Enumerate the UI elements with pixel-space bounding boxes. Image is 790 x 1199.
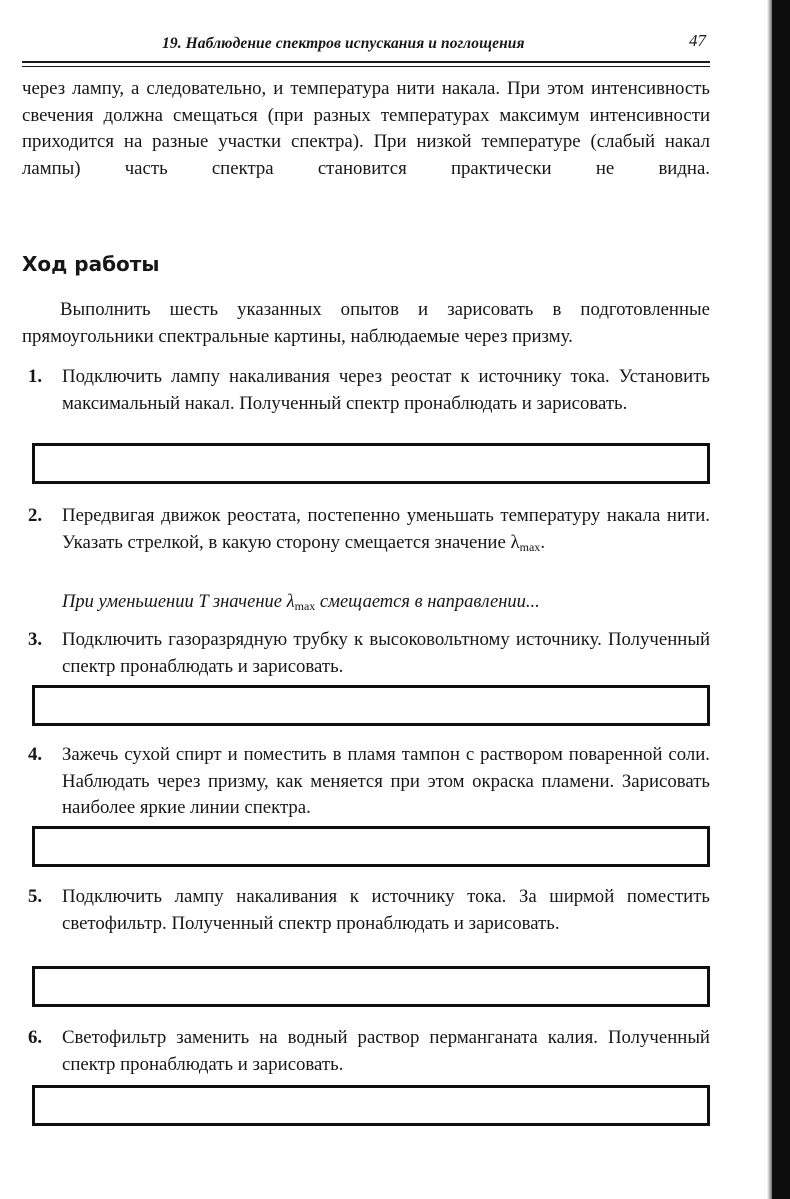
spectrum-sketch-box-4[interactable] [32,826,710,867]
step-1: 1. Подключить лампу накаливания через ре… [28,364,710,417]
running-title: 19. Наблюдение спектров испускания и пог… [162,35,525,52]
step-text: Светофильтр заменить на водный раствор п… [62,1027,710,1075]
answer-lambda-subscript: max [294,599,316,613]
step-number: 6. [28,1027,43,1048]
step-text: Подключить газоразрядную трубку к высоко… [62,629,710,677]
lambda-subscript: max [519,539,541,554]
step-5: 5. Подключить лампу накаливания к источн… [28,884,710,937]
answer-suffix: смещается в направлении... [315,592,540,612]
answer-line: При уменьшении T значение λmax смещается… [62,589,702,619]
page-edge-shadow [767,0,790,1199]
header-rule [22,61,710,63]
spectrum-sketch-box-6[interactable] [32,1085,710,1126]
step-number: 2. [28,505,43,526]
step-6: 6. Светофильтр заменить на водный раство… [28,1025,710,1078]
page-number: 47 [689,31,706,50]
header-rule-thin [22,66,710,67]
page-header: 19. Наблюдение спектров испускания и пог… [22,30,710,58]
answer-prefix: При уменьшении T значение λ [62,592,295,612]
spectrum-sketch-box-1[interactable] [32,443,710,484]
section-heading: Ход работы [22,252,160,276]
step-number: 5. [28,886,43,907]
spectrum-sketch-box-3[interactable] [32,685,710,726]
step-text: Подключить лампу накаливания через реост… [62,366,710,414]
step-3: 3. Подключить газоразрядную трубку к выс… [28,627,710,680]
step-4: 4. Зажечь сухой спирт и поместить в плам… [28,742,710,822]
spectrum-sketch-box-5[interactable] [32,966,710,1007]
step-text: Передвигая движок реостата, постепенно у… [62,503,710,560]
lead-paragraph: Выполнить шесть указанных опытов и зарис… [22,299,710,347]
step-2: 2. Передвигая движок реостата, постепенн… [28,503,710,560]
step-text: Зажечь сухой спирт и поместить в пламя т… [62,744,710,818]
step-number: 1. [28,366,43,387]
step-number: 4. [28,744,43,765]
step-text-main: Передвигая движок реостата, постепенно у… [62,505,710,553]
intro-paragraph: через лампу, а следовательно, и температ… [22,78,710,179]
step-text: Подключить лампу накаливания к источнику… [62,886,710,934]
step-number: 3. [28,629,43,650]
step-text-end: . [540,531,546,553]
